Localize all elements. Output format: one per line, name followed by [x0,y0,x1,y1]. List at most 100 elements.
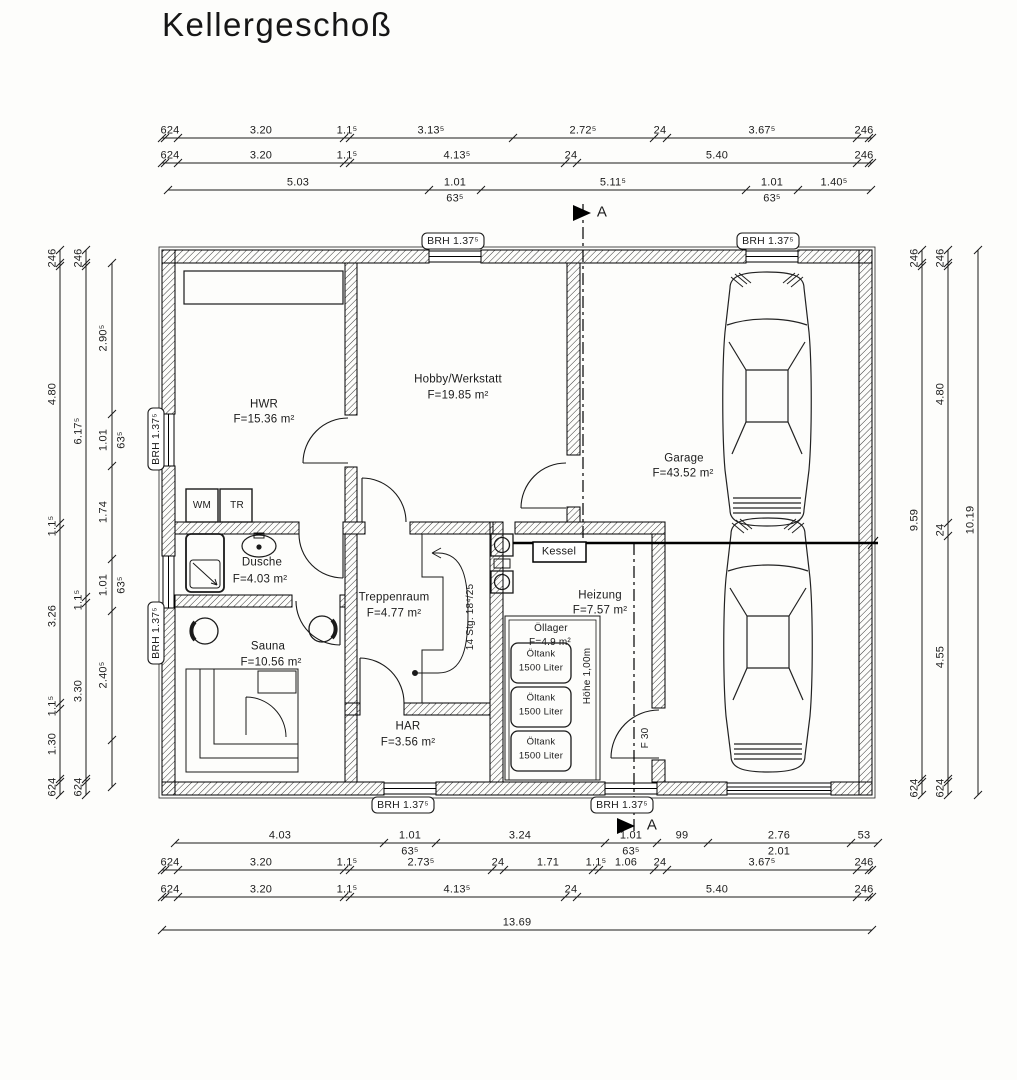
dim-label: 63⁵ [622,845,640,858]
room-area-dusche: F=4.03 m² [232,573,288,586]
door-arc-f30 [610,709,660,759]
dim-label: 2.40⁵ [97,661,110,689]
dim-label: 3.30 [72,679,85,703]
dim-label: 3.20 [249,124,273,137]
room-name-hwr: HWR [249,398,279,411]
dim-label: 3.26 [46,604,59,628]
washing-machine-label: WM [192,500,212,511]
dim-label: 63⁵ [115,431,128,449]
room-name-har: HAR [395,720,421,733]
dim-label: 1.1⁵ [336,856,358,869]
room-name-treppenraum: Treppenraum [358,591,430,604]
hwr-shelf [183,270,344,305]
section-marker-top: A [596,203,608,221]
door-arc-hwr [302,417,349,464]
oil-tank-label: Öltank [526,736,556,748]
shower-tray [185,533,225,593]
dim-label: 624 [934,778,947,798]
dim-label: 99 [675,829,689,842]
dim-label: 6.17⁵ [72,417,85,445]
dim-label: 246 [854,856,874,869]
dim-label: 624 [46,777,59,797]
door-arc-dusche [298,533,344,579]
dim-label: 1.01 [619,829,643,842]
dim-label: 3.24 [508,829,532,842]
room-name-oellager: Öllager [534,623,568,634]
washing-machine-box [185,488,219,523]
dim-label: 3.20 [249,856,273,869]
dim-label: 24 [564,883,578,896]
dim-label: 246 [908,248,921,268]
dim-label: 3.67⁵ [748,124,776,137]
dim-label: 624 [160,883,180,896]
fire-door-label: F 30 [640,727,651,749]
oil-tank-capacity: 1500 Liter [518,706,564,718]
section-arrow-bottom [617,818,635,834]
dim-label: 10.19 [964,505,977,535]
room-area-hobby: F=19.85 m² [427,389,489,402]
dim-label: 246 [854,124,874,137]
windows [162,250,832,795]
brh-boxes [147,232,800,814]
oil-tank-capacity: 1500 Liter [518,750,564,762]
room-area-har: F=3.56 m² [380,736,436,749]
dim-label: 5.40 [705,149,729,162]
dim-label: 4.13⁵ [443,883,471,896]
room-name-hobby: Hobby/Werkstatt [414,373,502,386]
dim-label: 1.1⁵ [72,589,85,611]
section-arrow-top [573,205,591,221]
dim-label: 246 [854,883,874,896]
dim-label: 2.72⁵ [569,124,597,137]
dim-label: 1.01 [398,829,422,842]
dim-label: 1.1⁵ [46,515,59,537]
dim-label: 624 [160,149,180,162]
garage-door [726,782,832,795]
dim-label: 246 [854,149,874,162]
dryer-label: TR [230,500,244,511]
kessel-box [532,541,587,563]
dim-label: 1.01 [97,573,110,597]
dim-label: 2.90⁵ [97,324,110,352]
dim-label: 24 [653,856,667,869]
oil-tank-label: Öltank [526,692,556,704]
dim-label: 3.67⁵ [748,856,776,869]
kessel-equipment [490,533,514,594]
car-icon [723,517,813,773]
dim-label: 1.01 [97,428,110,452]
walls [161,249,873,796]
dim-label: 63⁵ [763,192,781,205]
dim-label: 624 [72,777,85,797]
dimension-lines [55,133,983,935]
dim-label: 4.03 [268,829,292,842]
window-sill-label: BRH 1.37⁵ [427,234,479,247]
dim-label: 9.59 [908,508,921,532]
building-outline [158,246,876,799]
kessel-label: Kessel [541,545,577,558]
dim-label: 624 [160,124,180,137]
room-name-dusche: Dusche [241,556,283,569]
door-arc-hobby-garage [520,462,567,509]
window-sill-label: BRH 1.37⁵ [742,234,794,247]
dim-label: 3.20 [249,883,273,896]
dim-label: 1.30 [46,732,59,756]
oil-tank-label: Öltank [526,648,556,660]
dim-label: 4.80 [46,382,59,406]
room-area-heizung: F=7.57 m² [572,604,628,617]
stair-arrow [431,547,442,559]
oil-tank [510,686,572,728]
dim-label: 4.55 [934,645,947,669]
dim-label: 5.11⁵ [599,176,627,189]
room-name-garage: Garage [664,452,704,465]
stairs [412,534,469,703]
doors [295,417,660,759]
oil-storage [504,615,601,781]
oil-height-label: Höhe 1,00m [582,647,593,705]
dim-label: 1.01 [443,176,467,189]
dim-label: 24 [653,124,667,137]
door-arc-treppenraum [359,657,405,704]
room-area-garage: F=43.52 m² [652,467,714,480]
room-area-hwr: F=15.36 m² [233,413,295,426]
room-area-sauna: F=10.56 m² [240,656,302,669]
